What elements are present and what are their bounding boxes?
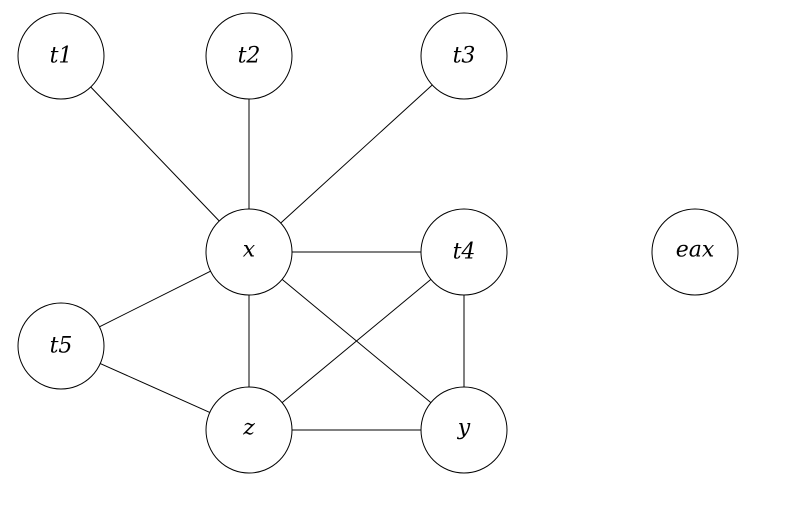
node-t1: t1 [17, 12, 105, 100]
node-t2-label: t2 [238, 44, 261, 69]
node-t1-label: t1 [50, 44, 73, 69]
edge-t4-z [281, 279, 432, 403]
node-z-label: z [242, 416, 255, 441]
node-t4-label: t4 [453, 240, 476, 265]
edge-t5-z [100, 363, 210, 413]
edges-layer [90, 84, 465, 431]
node-y-circle [420, 386, 508, 474]
node-t4-circle [420, 208, 508, 296]
node-x: x [205, 208, 293, 296]
edge-t3-x [280, 84, 433, 224]
node-eax: eax [651, 208, 739, 296]
node-t3-label: t3 [453, 44, 476, 69]
node-t5-circle [17, 302, 105, 390]
node-t2: t2 [205, 12, 293, 100]
node-z-circle [205, 386, 293, 474]
node-t3: t3 [420, 12, 508, 100]
node-t3-circle [420, 12, 508, 100]
node-t1-circle [17, 12, 105, 100]
node-t4: t4 [420, 208, 508, 296]
node-eax-circle [651, 208, 739, 296]
edge-t1-x [90, 86, 220, 222]
node-t2-circle [205, 12, 293, 100]
node-x-label: x [243, 238, 256, 263]
nodes-layer: t1 t2 t3 x t4 eax t5 z [17, 12, 739, 474]
node-t5: t5 [17, 302, 105, 390]
node-y-label: y [457, 416, 471, 441]
edge-x-t5 [99, 270, 211, 328]
node-eax-label: eax [676, 238, 715, 263]
node-x-circle [205, 208, 293, 296]
node-z: z [205, 386, 293, 474]
node-t5-label: t5 [50, 334, 73, 359]
node-y: y [420, 386, 508, 474]
